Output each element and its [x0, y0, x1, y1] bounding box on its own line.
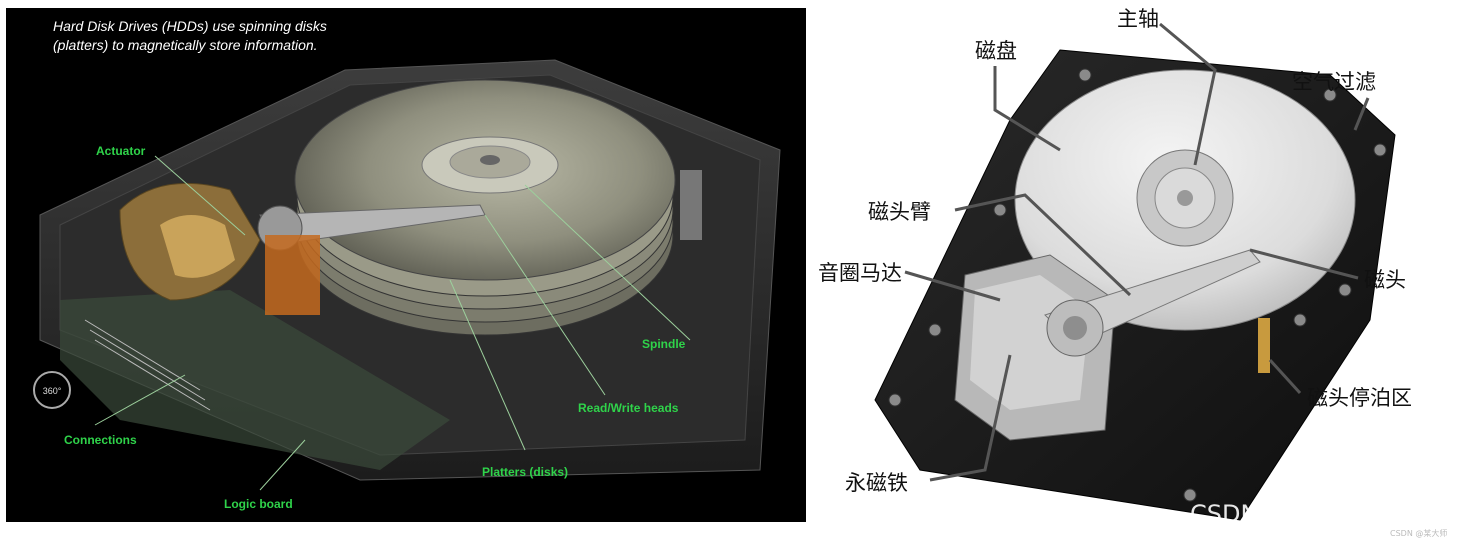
actuator-assembly [119, 182, 320, 315]
label-air-filter-cn: 空气过滤 [1292, 70, 1376, 94]
watermark-small-text: CSDN @某大师 [1390, 528, 1447, 538]
label-head-cn: 磁头 [1364, 268, 1406, 292]
label-read-write-heads: Read/Write heads [578, 401, 679, 415]
left-hdd-illustration: 360° Hard Disk Drives (HDDs) use spinnin… [6, 8, 806, 522]
label-connections: Connections [64, 433, 137, 447]
label-head-parking-cn: 磁头停泊区 [1307, 386, 1412, 410]
rotate-360-icon[interactable]: 360° [33, 371, 71, 409]
case-screws [888, 68, 1387, 502]
spindle-hub [421, 136, 559, 194]
left-title-line1: Hard Disk Drives (HDDs) use spinning dis… [53, 18, 327, 34]
filter-post [680, 170, 702, 240]
spindle-hub-right [1136, 149, 1234, 247]
rotate-360-label: 360° [43, 386, 62, 396]
label-voice-coil-cn: 音圈马达 [818, 261, 902, 285]
left-leader-lines [94, 155, 691, 491]
label-actuator: Actuator [96, 144, 146, 158]
watermark-text: CSDN @戴墨镜的恐龙 [1190, 500, 1434, 528]
label-platter-cn: 磁盘 [975, 39, 1017, 63]
logic-board [60, 290, 450, 470]
platter-stack [294, 79, 676, 336]
right-leader-lines [904, 22, 1370, 482]
left-title-line2: (platters) to magnetically store informa… [53, 37, 318, 53]
label-permanent-magnet-cn: 永磁铁 [845, 471, 908, 495]
label-spindle-cn: 主轴 [1117, 7, 1159, 31]
label-logic-board: Logic board [224, 497, 293, 511]
label-head-arm-cn: 磁头臂 [868, 200, 931, 224]
connector-pins [84, 319, 211, 411]
parking-ramp [1258, 318, 1270, 373]
right-hdd-photo: 主轴 磁盘 空气过滤 磁头臂 音圈马达 磁头 磁头停泊区 永磁铁 CSDN @戴… [818, 7, 1447, 538]
label-platters: Platters (disks) [482, 465, 568, 479]
label-spindle: Spindle [642, 337, 686, 351]
